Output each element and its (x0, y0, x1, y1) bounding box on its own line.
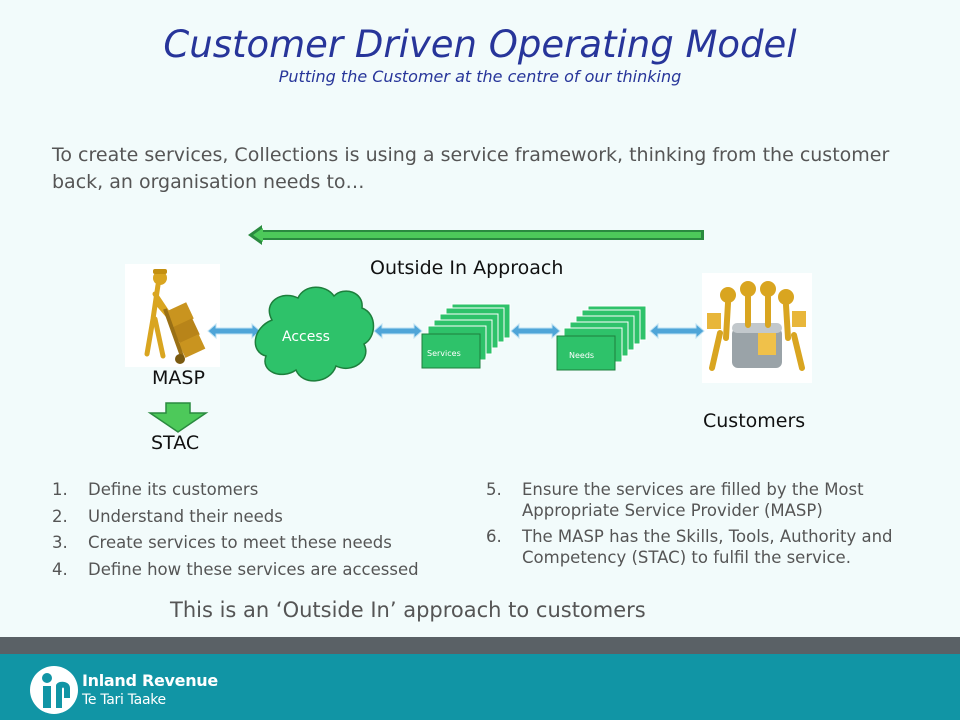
step-number: 6. (486, 527, 502, 546)
tagline: This is an ‘Outside In’ approach to cust… (170, 598, 646, 622)
step-text: Define how these services are accessed (88, 559, 419, 579)
outside-in-diagram (147, 225, 705, 433)
outside-in-approach-label: Outside In Approach (370, 257, 564, 279)
connector-masp-access (207, 322, 261, 340)
outside-in-arrow (248, 225, 704, 245)
step-number: 1. (52, 480, 68, 499)
step-text: Create services to meet these needs (88, 533, 392, 552)
org-name: Inland Revenue (82, 671, 218, 690)
list-item: 6. The MASP has the Skills, Tools, Author… (486, 526, 926, 568)
needs-label: Needs (569, 351, 595, 360)
step-text: Define its customers (88, 480, 259, 499)
steps-list-left: 1. Define its customers 2. Understand thei… (52, 479, 472, 585)
access-cloud (254, 286, 375, 382)
step-text: Ensure the services are filled by the Mo… (522, 480, 864, 520)
customers-figure-image (702, 273, 812, 383)
inland-revenue-logo-icon (28, 664, 80, 720)
step-number: 3. (52, 533, 68, 552)
needs-stack (556, 305, 647, 371)
masp-label: MASP (152, 367, 205, 389)
step-number: 5. (486, 480, 502, 499)
services-label: Services (427, 349, 461, 358)
step-text: Understand their needs (88, 506, 283, 526)
org-name-maori: Te Tari Taake (82, 692, 166, 708)
step-number: 4. (52, 559, 68, 579)
trolley-figure-icon (144, 269, 206, 364)
page-title: Customer Driven Operating Model (163, 23, 797, 66)
list-item: 2. Understand their needs (52, 506, 472, 527)
connector-services-needs (510, 322, 561, 340)
connector-needs-customers (649, 322, 705, 340)
footer-grey-band (0, 637, 960, 654)
services-stack (421, 303, 511, 369)
steps-list-right: 5. Ensure the services are filled by the … (486, 479, 926, 573)
intro-text: To create services, Collections is using… (52, 144, 890, 193)
list-item: 3. Create services to meet these needs (52, 532, 472, 553)
list-item: 4. Define how these services are accessed (52, 559, 472, 580)
footer-teal-band (0, 654, 960, 720)
step-number: 2. (52, 506, 68, 526)
masp-figure-image (125, 264, 220, 367)
list-item: 5. Ensure the services are filled by the … (486, 479, 926, 521)
list-item: 1. Define its customers (52, 479, 472, 500)
step-text: The MASP has the Skills, Tools, Authorit… (522, 527, 893, 567)
meeting-figures-icon (707, 281, 806, 371)
access-label: Access (282, 329, 330, 345)
connector-access-services (373, 322, 423, 340)
stac-label: STAC (151, 432, 200, 454)
customers-label: Customers (703, 410, 806, 432)
page-subtitle: Putting the Customer at the centre of ou… (278, 67, 682, 86)
masp-to-stac-arrow (147, 402, 209, 433)
